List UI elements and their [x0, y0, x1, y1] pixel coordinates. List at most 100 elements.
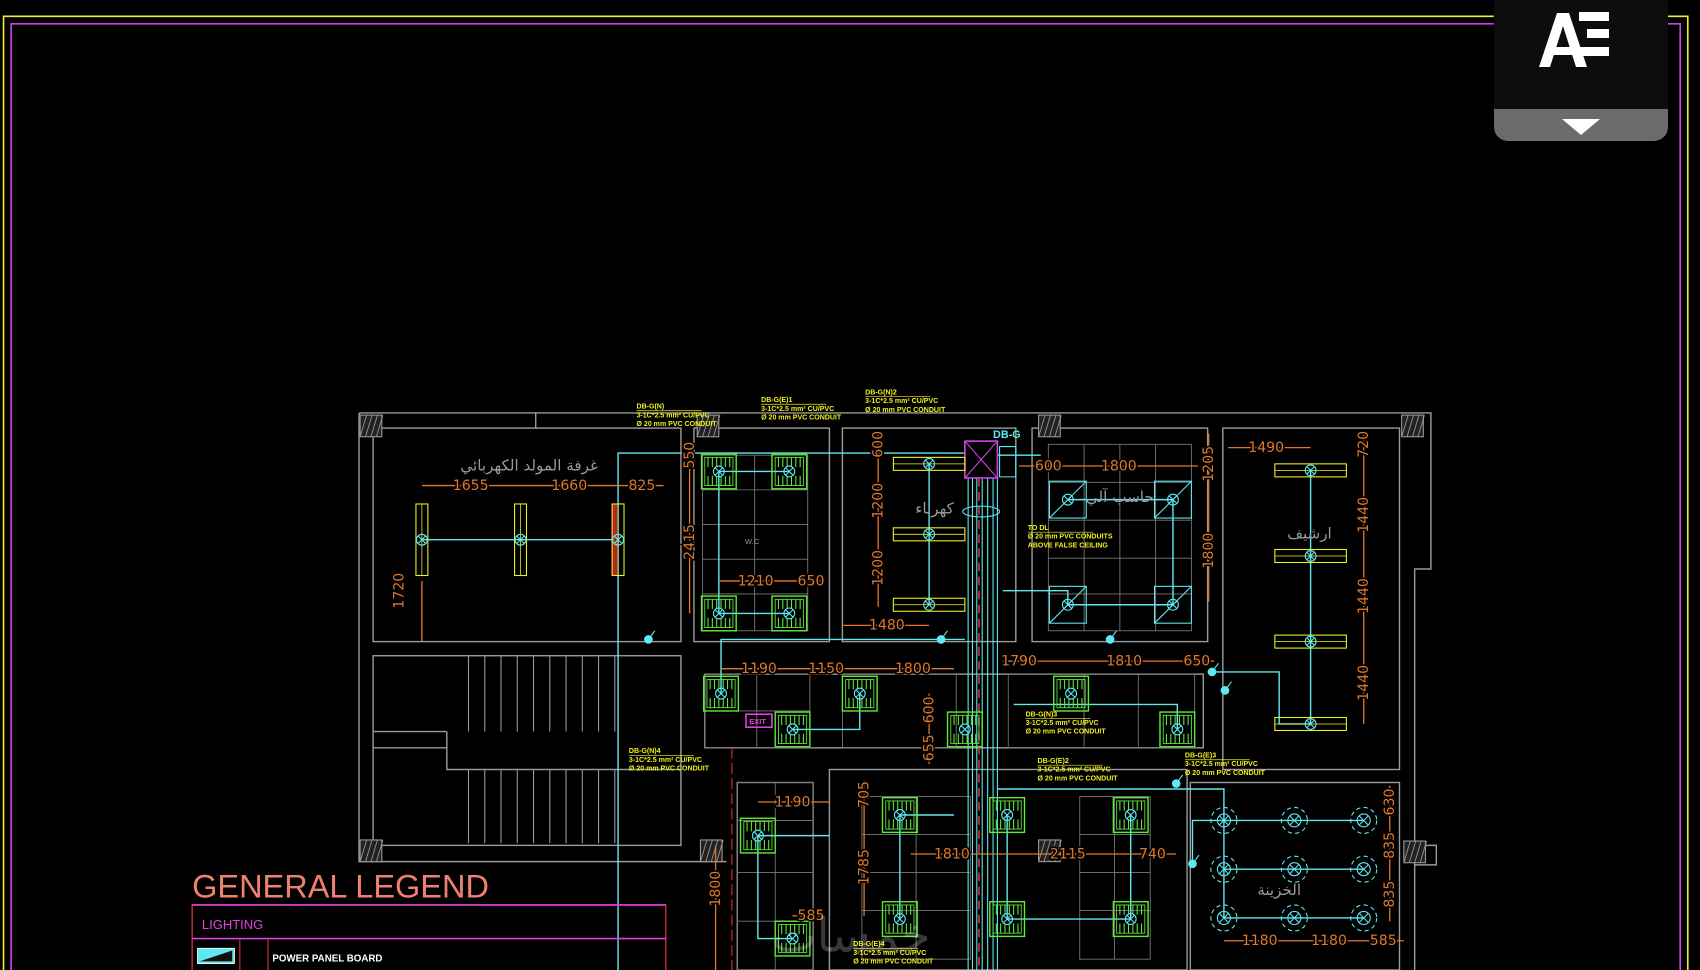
circuit-note-line: Ø 20 mm PVC CONDUITS: [1028, 534, 1113, 541]
recessed-louvre-light-icon: [1112, 796, 1149, 834]
dimension-label: 600: [871, 431, 887, 458]
column: [1038, 839, 1062, 863]
circuit-note-line: Ø 20 mm PVC CONDUIT: [1026, 729, 1107, 736]
room-label-treasury: الخزينة: [1257, 881, 1301, 899]
circuit-note-line: DB-G(N)2: [865, 390, 897, 397]
circuit-note-line: 3-1C*2.5 mm² CU/PVC: [1026, 720, 1099, 727]
circuit-note-line: 3-1C*2.5 mm² CU/PVC: [629, 757, 702, 764]
linear-fluorescent-light-icon: [892, 456, 966, 471]
circuit-note-line: DB-G(N)4: [629, 748, 661, 755]
light-switch-icon: [1207, 662, 1219, 677]
recessed-louvre-light-icon: [702, 675, 740, 712]
dimension-label: 1790: [1001, 653, 1037, 669]
dimension-label: 1190: [741, 661, 777, 677]
dimension-label: 1800: [895, 661, 931, 677]
widget-toggle-button[interactable]: [1494, 109, 1668, 141]
wc-label: W.C: [745, 537, 760, 546]
dimension-label: 1785: [856, 849, 872, 885]
legend-row-label: POWER PANEL BOARD: [272, 953, 382, 964]
downlight-icon: [1210, 806, 1238, 834]
dimension-label: 1655: [453, 478, 489, 494]
recessed-louvre-light-icon: [841, 675, 878, 712]
dimension-label: 650: [798, 573, 825, 589]
dimension-label: 1200: [871, 483, 887, 519]
dimension-label: 740: [1139, 846, 1166, 862]
circuit-note-line: DB-G(E)4: [853, 941, 884, 948]
square-panel-light-icon: [1154, 480, 1192, 519]
dimension-label: 1210: [738, 573, 774, 589]
downlight-icon: [1280, 904, 1308, 932]
room-label-archive: ارشيف: [1287, 525, 1332, 543]
dimension-label: 1800: [1201, 533, 1217, 569]
structural-columns: [359, 414, 1427, 864]
circuit-note-line: 3-1C*2.5 mm² CU/PVC: [761, 406, 834, 413]
circuit-note-line: DB-G(E)3: [1185, 753, 1216, 760]
circuit-note-line: Ø 20 mm PVC CONDUIT: [636, 421, 717, 428]
square-panel-light-icon: [1154, 585, 1192, 624]
dimension-label: 2415: [682, 524, 698, 560]
circuit-note-line: DB-G(N): [636, 404, 664, 411]
recessed-louvre-light-icon: [1053, 675, 1090, 712]
dimension-label: 720: [1356, 431, 1372, 458]
dimension-label: 655: [921, 734, 937, 761]
text-direction-icon: [1539, 12, 1609, 67]
dimension-label: 550: [682, 442, 698, 469]
downlight-icon: [1350, 904, 1378, 932]
recessed-louvre-light-icon: [700, 453, 737, 490]
accessibility-widget[interactable]: [1494, 0, 1668, 141]
dimension-label: 1810: [934, 846, 970, 862]
linear-fluorescent-light-icon: [1274, 463, 1347, 478]
dimension-label: 1440: [1356, 665, 1372, 701]
svg-text:EXIT: EXIT: [749, 717, 766, 726]
cable-bundle-marker: [962, 505, 1001, 518]
downlight-icon: [1350, 806, 1378, 834]
dimension-label: 1205: [1201, 446, 1217, 482]
light-switch-icon: [1188, 854, 1200, 869]
dimension-label: 1180: [1311, 933, 1347, 949]
column: [699, 839, 724, 863]
dimension-label: 835: [1382, 881, 1398, 908]
circuit-note-line: 3-1C*2.5 mm² CU/PVC: [1037, 767, 1110, 774]
room-label-generator: غرفة المولد الكهربائي: [460, 456, 598, 475]
downlight-icon: [1280, 806, 1308, 834]
circuit-note-line: DB-G(E)1: [761, 397, 792, 404]
recessed-louvre-light-icon: [1112, 901, 1149, 938]
downlight-icon: [1280, 855, 1308, 883]
recessed-louvre-light-icon: [771, 453, 808, 490]
circuit-note-line: Ø 20 mm PVC CONDUIT: [1037, 775, 1118, 782]
drawing-frame-outer: [2, 15, 1494, 970]
legend-section-lighting: LIGHTING: [202, 917, 263, 932]
room-label-electrical: كهرباء: [915, 500, 954, 518]
distribution-board-db-g[interactable]: DB-G: [964, 429, 1021, 479]
room-label-computer: حاسب آلي: [1086, 488, 1154, 507]
recessed-louvre-light-icon: [774, 920, 811, 957]
dimension-label: 1800: [708, 871, 724, 907]
recessed-louvre-light-icon: [881, 901, 918, 938]
recessed-louvre-light-icon: [881, 796, 918, 834]
column: [696, 414, 721, 438]
circuit-note-line: 3-1C*2.5 mm² CU/PVC: [636, 412, 709, 419]
linear-fluorescent-light-icon: [514, 503, 528, 577]
staircase: [467, 655, 616, 844]
dimension-label: 1480: [869, 618, 905, 634]
downlight-icon: [1210, 855, 1238, 883]
dimension-label: 585: [798, 908, 825, 924]
light-fixtures: [415, 453, 1378, 957]
downlight-icon: [1210, 904, 1238, 932]
light-switch-icon: [1220, 681, 1232, 695]
dimension-label: 650: [1183, 653, 1210, 669]
dimension-label: 1720: [391, 573, 407, 609]
linear-fluorescent-light-icon: [1274, 716, 1347, 732]
circuit-note-line: ABOVE FALSE CEILING: [1028, 542, 1109, 549]
circuit-note: DB-G(N)3-1C*2.5 mm² CU/PVC Ø 20 mm PVC CO…: [636, 404, 717, 428]
drawing-frame-inner-right: [1667, 23, 1682, 970]
dimension-label: 835: [1382, 832, 1398, 859]
